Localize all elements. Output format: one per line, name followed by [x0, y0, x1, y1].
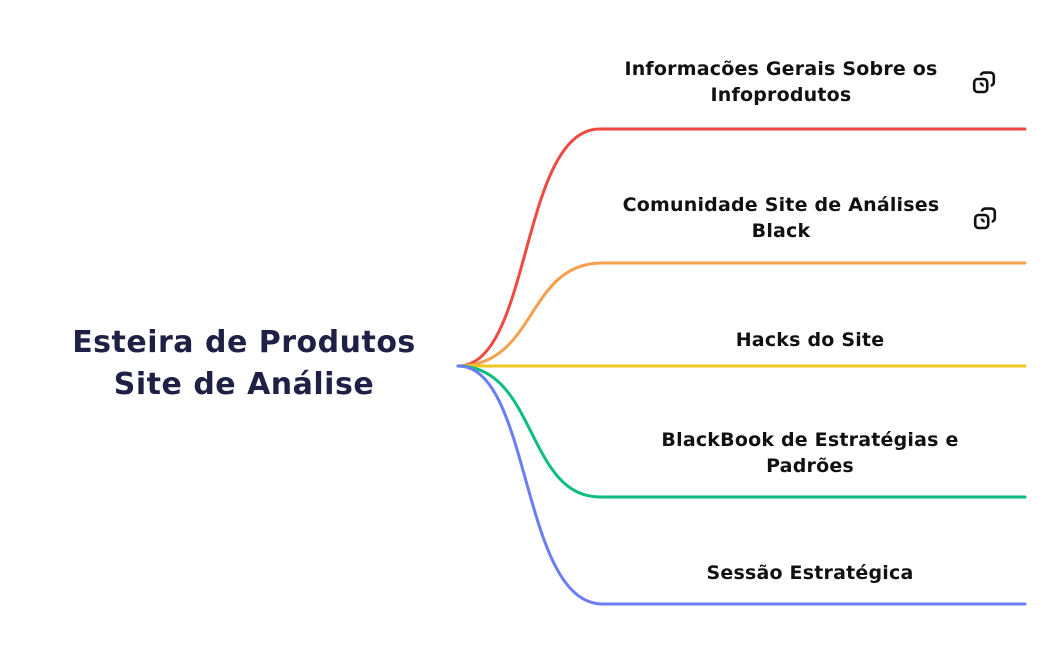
node-label: Comunidade Site de Análises Black [622, 194, 940, 242]
edge-comunidade [456, 261, 1027, 368]
edge-blackbook [456, 364, 1027, 499]
node-label: Sessão Estratégica [706, 562, 914, 584]
edge-sessao [456, 364, 1027, 606]
node-informacoes-gerais[interactable]: Informacões Gerais Sobre os Infoprodutos [593, 56, 1027, 108]
node-label: Hacks do Site [735, 329, 885, 351]
node-comunidade[interactable]: Comunidade Site de Análises Black [593, 192, 1027, 244]
edge-informacoes-gerais [456, 127, 1027, 368]
node-label: Informacões Gerais Sobre os Infoprodutos [624, 58, 938, 106]
node-blackbook[interactable]: BlackBook de Estratégias e Padrões [593, 427, 1027, 479]
link-icon[interactable] [971, 70, 996, 94]
node-hacks-do-site[interactable]: Hacks do Site [593, 327, 1027, 353]
root-node[interactable]: Esteira de Produtos Site de Análise [72, 325, 416, 402]
node-label: BlackBook de Estratégias e Padrões [661, 429, 959, 477]
link-icon[interactable] [973, 206, 997, 230]
node-sessao-estrategica[interactable]: Sessão Estratégica [593, 560, 1027, 586]
